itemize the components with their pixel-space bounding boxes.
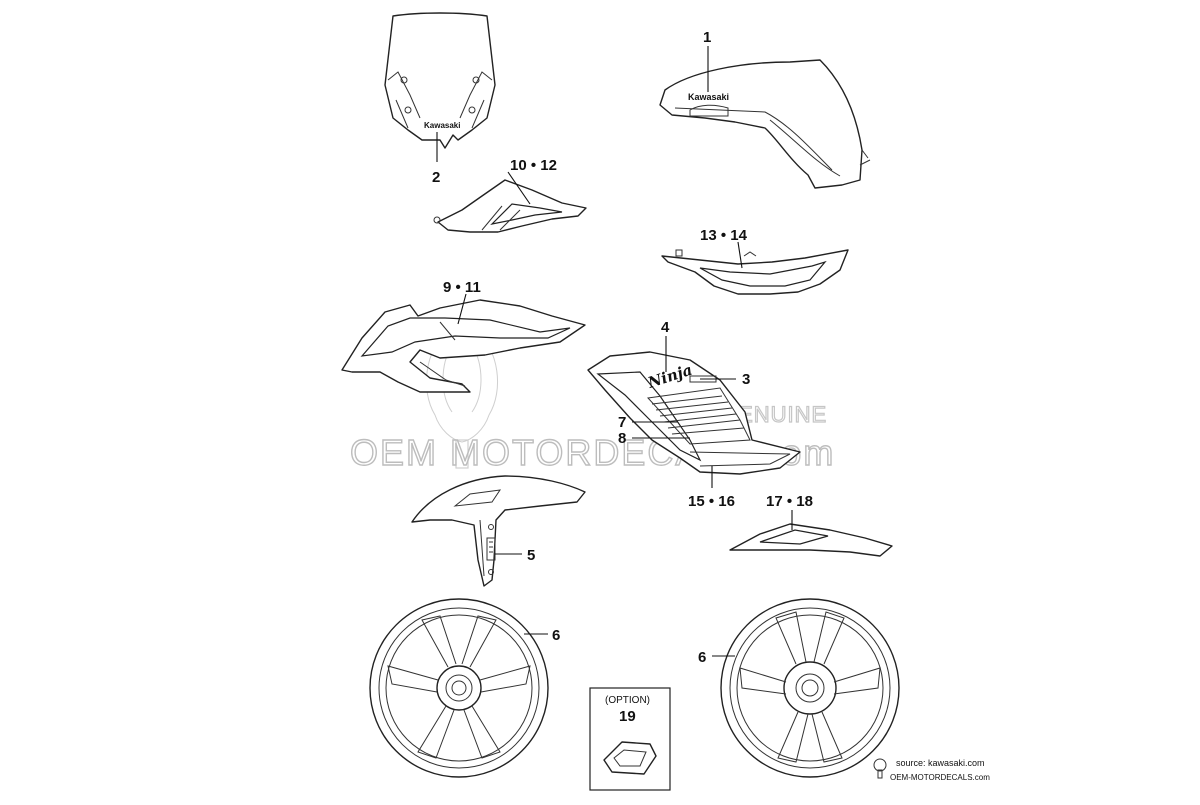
callout-13-14: 13 • 14 <box>700 227 748 244</box>
callout-9-11: 9 • 11 <box>443 279 481 296</box>
windshield-brand-mark: Kawasaki <box>424 121 460 130</box>
footer-logo: source: kawasaki.com OEM-MOTORDECALS.com <box>873 758 990 782</box>
callout-6-right: 6 <box>698 649 706 666</box>
callout-5: 5 <box>527 547 535 564</box>
rear-wheel-part <box>720 598 900 778</box>
footer-site: OEM-MOTORDECALS.com <box>890 773 990 782</box>
tail-cowl-part-13-14 <box>661 249 849 295</box>
front-fender-part <box>411 475 586 587</box>
windshield-part: Kawasaki <box>384 12 496 149</box>
callout-2: 2 <box>432 169 440 186</box>
footer-source: source: kawasaki.com <box>896 758 985 768</box>
tail-side-part-10-12 <box>433 179 587 233</box>
callout-4: 4 <box>661 319 670 336</box>
callout-3: 3 <box>742 371 750 388</box>
callout-19: 19 <box>619 708 636 725</box>
belly-pan-part-17-18 <box>729 523 893 557</box>
callout-7: 7 <box>618 414 626 431</box>
front-wheel-part <box>369 598 549 778</box>
option-box: (OPTION) 19 <box>589 687 671 791</box>
callout-15-16: 15 • 16 <box>688 493 735 510</box>
callout-10-12: 10 • 12 <box>510 157 557 174</box>
callout-17-18: 17 • 18 <box>766 493 813 510</box>
fuel-tank-part: Kawasaki <box>659 59 871 189</box>
front-fairing-part-9-11 <box>341 299 586 393</box>
callout-8: 8 <box>618 430 626 447</box>
tank-brand-mark: Kawasaki <box>688 92 729 102</box>
footer-logo-icon <box>873 758 887 772</box>
option-label: (OPTION) <box>605 695 650 706</box>
callout-6-left: 6 <box>552 627 560 644</box>
callout-1: 1 <box>703 29 711 46</box>
